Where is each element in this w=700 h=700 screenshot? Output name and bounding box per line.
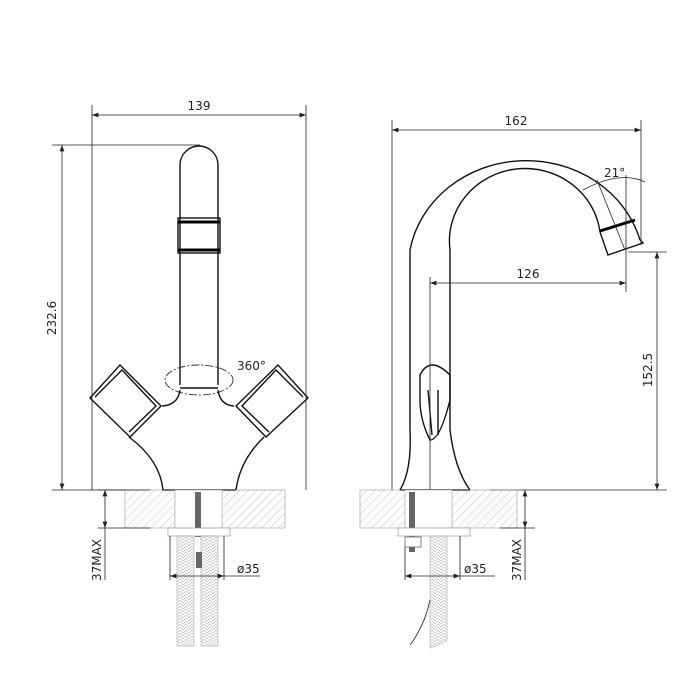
front-diameter-dimension: ø35: [169, 536, 260, 580]
front-countertop: [124, 489, 286, 647]
side-mount-depth-label: 37MAX: [510, 539, 524, 581]
angle-label: 21°: [604, 166, 625, 180]
side-width-dimension: 162: [391, 114, 642, 490]
front-width-dimension: 139: [91, 99, 307, 490]
front-mount-depth-label: 37MAX: [90, 539, 104, 581]
side-countertop: [359, 489, 518, 649]
front-faucet-body: 360°: [89, 145, 309, 491]
side-diameter-label: ø35: [464, 562, 487, 576]
front-mount-depth-dimension: 37MAX: [90, 489, 150, 581]
side-mount-depth-dimension: 37MAX: [500, 490, 535, 581]
side-reach-dimension: 126: [429, 267, 626, 490]
side-width-label: 162: [505, 114, 528, 128]
side-spout-height-dimension: 152.5: [490, 251, 667, 491]
spout-height-label: 152.5: [641, 353, 655, 387]
side-view: 162 21° 126 152.5 3: [359, 114, 667, 649]
side-diameter-dimension: ø35: [404, 536, 495, 580]
front-height-dimension: 232.6: [45, 144, 200, 491]
reach-label: 126: [517, 267, 540, 281]
front-height-label: 232.6: [45, 301, 59, 335]
front-view: 139 232.6 360° 37MAX: [45, 99, 309, 647]
front-width-label: 139: [188, 99, 211, 113]
rotation-label: 360°: [237, 359, 266, 373]
side-faucet-body: 21°: [399, 159, 646, 491]
front-diameter-label: ø35: [237, 562, 260, 576]
